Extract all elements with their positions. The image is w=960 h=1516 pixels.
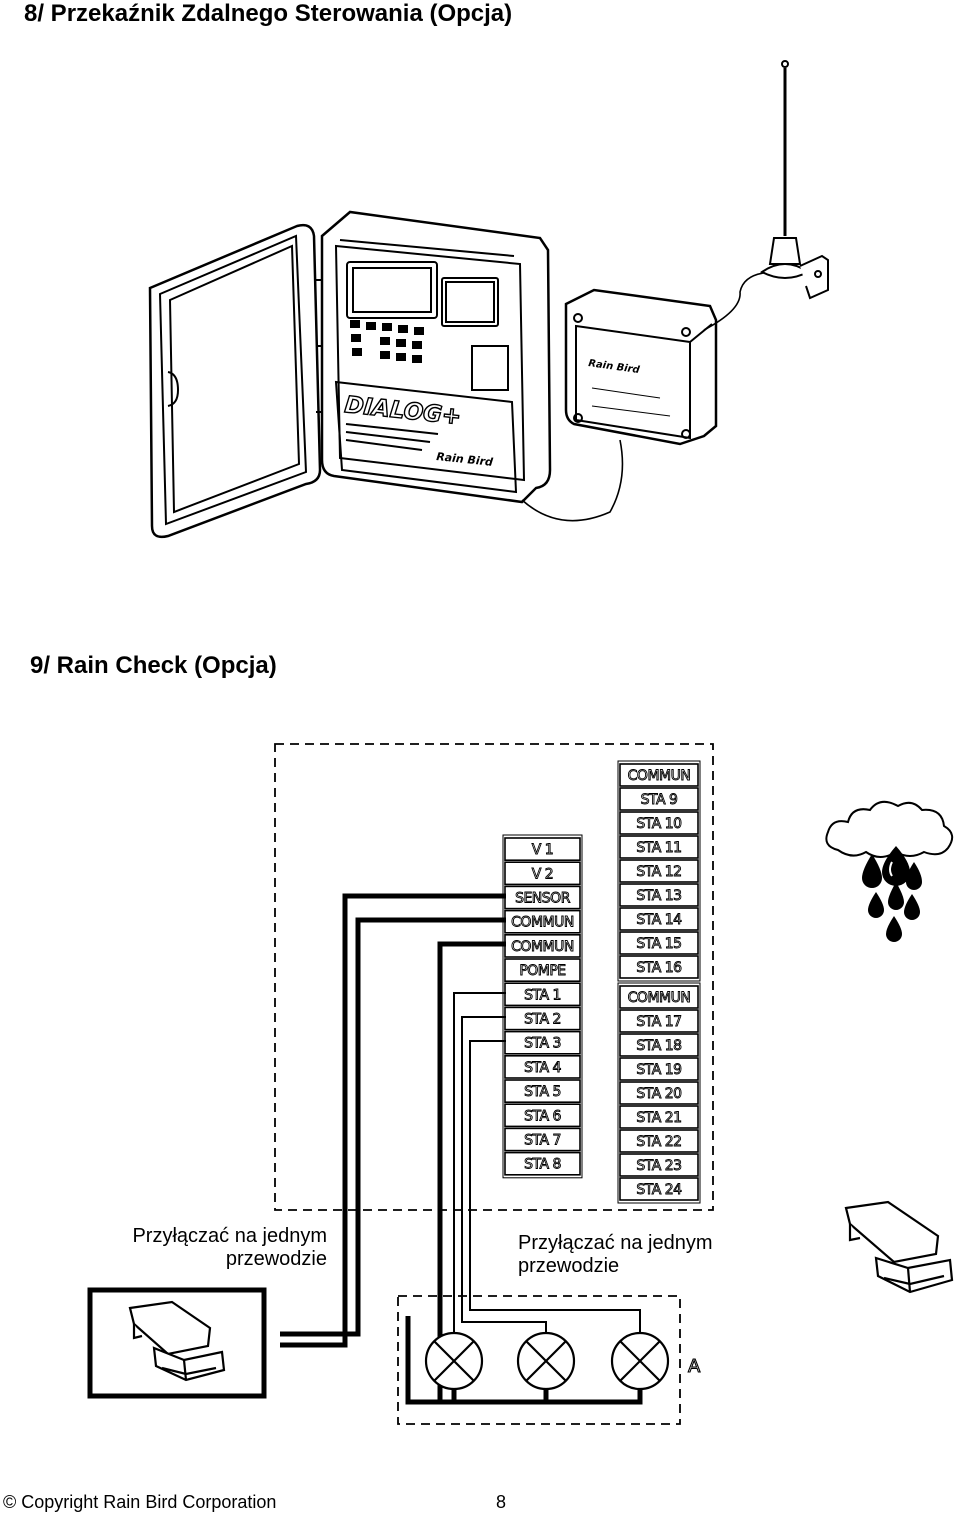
terminal-right-upper-cell: [619, 955, 699, 979]
footer-copyright: © Copyright Rain Bird Corporation: [3, 1492, 277, 1512]
terminal-right-upper-label: COMMUN: [628, 768, 691, 784]
terminal-strip-left: V 1 V 2 SENSOR COMMUN COMMUN POMPE STA 1 STA 2 S…: [502, 834, 583, 1179]
terminal-left-label: POMPE: [519, 963, 565, 979]
controller-illustration: [148, 210, 624, 539]
sensor-wires: [280, 893, 643, 1405]
terminal-left-label: STA 5: [524, 1084, 561, 1100]
terminal-right-lower-label: STA 17: [636, 1014, 681, 1030]
valve-group-boundary: [397, 1295, 681, 1425]
rain-cloud-icon: [825, 800, 954, 942]
terminal-right-upper-label: STA 11: [636, 840, 681, 856]
terminal-right-upper-cell: [619, 763, 699, 787]
terminal-left-label: V 2: [532, 866, 553, 882]
terminal-left-label: STA 6: [524, 1108, 561, 1124]
terminal-left-cell: [504, 1079, 581, 1104]
terminal-right-upper-label: STA 14: [636, 912, 682, 928]
terminal-right-lower-label: STA 19: [636, 1062, 681, 1078]
terminal-right-upper-label: STA 10: [636, 816, 681, 832]
terminal-right-lower-cell: [619, 1057, 699, 1081]
terminal-left-label: STA 7: [524, 1133, 561, 1149]
terminal-right-lower-cell: [619, 1033, 699, 1057]
terminal-right-lower-cell: [619, 1177, 699, 1201]
terminal-right-lower-label: STA 22: [636, 1134, 681, 1150]
valve-2: [516, 1331, 576, 1391]
connect-note-left: Przyłączać na jednym przewodzie: [132, 1225, 327, 1271]
section-8-title: 8/ Przekaźnik Zdalnego Sterowania (Opcja…: [24, 0, 513, 27]
terminal-left-label: STA 1: [524, 987, 561, 1003]
terminal-right-upper-cell: [619, 907, 699, 931]
terminal-left-label: STA 4: [524, 1060, 561, 1076]
terminal-right-lower-cell: [619, 1081, 699, 1105]
terminal-right-upper-cell: [619, 883, 699, 907]
terminal-left-frame: [502, 834, 583, 1179]
valve-common-wire: [405, 1316, 549, 1405]
terminal-right-lower-cell: [619, 985, 699, 1009]
valve-3: [610, 1331, 670, 1391]
terminal-left-cell: [504, 861, 581, 886]
terminal-left-label: STA 8: [524, 1157, 561, 1173]
terminal-right-upper-cell: [619, 811, 699, 835]
terminal-right-upper-cell: [619, 931, 699, 955]
rain-sensor-icon: [128, 1300, 226, 1382]
terminal-right-lower-label: STA 20: [636, 1086, 681, 1102]
station-wires: [453, 992, 641, 1334]
connect-note-right-line1: Przyłączać na jednym: [518, 1232, 713, 1254]
connect-note-right-line2: przewodzie: [518, 1255, 620, 1277]
terminal-right-lower-cell: [619, 1153, 699, 1177]
controller-logo: Rain Bird: [436, 450, 494, 469]
valve-1: [424, 1331, 484, 1391]
terminal-left-label: V 1: [532, 842, 553, 858]
terminal-right-lower-label: STA 23: [636, 1158, 681, 1174]
terminal-left-cell: [504, 982, 581, 1007]
terminal-left-cell: [504, 1127, 581, 1152]
terminal-left-cell: [504, 1055, 581, 1079]
terminal-right-upper-label: STA 12: [636, 864, 681, 880]
terminal-left-cell: [504, 837, 581, 862]
keypad: [350, 320, 424, 363]
receiver-illustration: [564, 60, 829, 446]
sensor-box-frame: [87, 1287, 267, 1399]
terminal-left-cell: [504, 1103, 581, 1128]
terminal-left-cell: [504, 958, 581, 983]
terminal-right-lower-cell: [619, 1105, 699, 1129]
terminal-strip-right-lower: COMMUN STA 17 STA 18 STA 19 STA 20 STA 21 STA …: [617, 982, 701, 1204]
terminal-right-lower-label: COMMUN: [628, 990, 691, 1006]
terminal-right-upper-label: STA 13: [636, 888, 681, 904]
terminal-strip-right-upper: COMMUN STA 9 STA 10 STA 11 STA 12 STA 13 STA 1…: [617, 760, 701, 982]
terminal-left-label: COMMUN: [511, 915, 574, 931]
connect-note-left-line1: Przyłączać na jednym: [132, 1225, 327, 1247]
terminal-right-lower-frame: [617, 982, 701, 1204]
terminal-left-label: SENSOR: [515, 891, 571, 907]
terminal-right-upper-cell: [619, 835, 699, 859]
terminal-right-upper-frame: [617, 760, 701, 982]
terminal-right-upper-label: STA 9: [641, 792, 678, 808]
rain-sensor-icon-standalone: [844, 1200, 954, 1294]
section-9-title: 9/ Rain Check (Opcja): [30, 652, 277, 679]
terminal-right-upper-cell: [619, 787, 699, 811]
footer-page-number: 8: [496, 1492, 507, 1512]
terminal-left-label: STA 3: [524, 1036, 561, 1052]
terminal-left-cell: [504, 1151, 581, 1176]
terminal-right-lower-label: STA 18: [636, 1038, 681, 1054]
terminal-right-lower-label: STA 21: [636, 1110, 681, 1126]
terminal-right-lower-cell: [619, 1009, 699, 1033]
terminal-right-upper-cell: [619, 859, 699, 883]
controller-boundary: [274, 743, 714, 1211]
terminal-right-lower-label: STA 24: [636, 1182, 682, 1198]
terminal-right-upper-label: STA 16: [636, 960, 682, 976]
connect-note-left-line2: przewodzie: [225, 1248, 327, 1270]
terminal-left-label: COMMUN: [511, 939, 574, 955]
connect-note-right: Przyłączać na jednym przewodzie: [518, 1232, 713, 1278]
valve-group-label: A: [688, 1356, 701, 1377]
terminal-left-cell: [504, 1006, 581, 1031]
terminal-right-lower-cell: [619, 1129, 699, 1153]
terminal-right-upper-label: STA 15: [636, 936, 681, 952]
terminal-left-cell: [504, 1030, 581, 1055]
terminal-left-label: STA 2: [524, 1012, 561, 1028]
